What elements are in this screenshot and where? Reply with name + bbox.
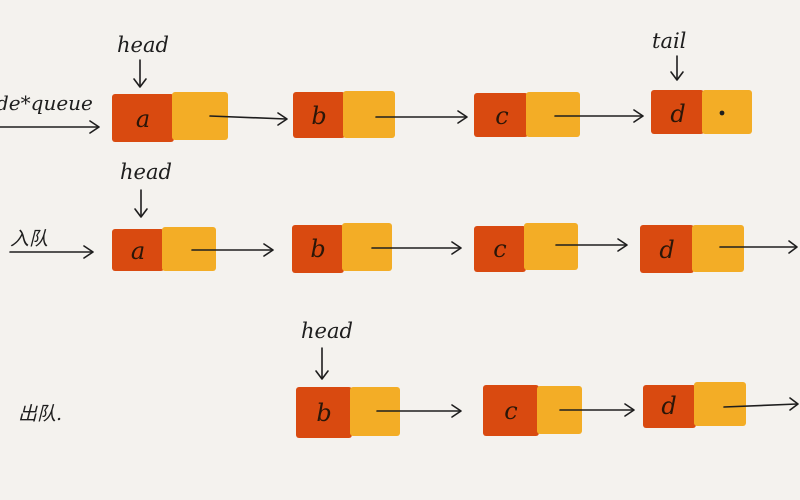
node-value: c bbox=[495, 102, 508, 130]
node-data-cell bbox=[474, 226, 526, 272]
node-b: b bbox=[293, 91, 395, 138]
node-data-cell bbox=[651, 90, 704, 134]
node-d: d bbox=[643, 382, 746, 428]
next-arrow bbox=[375, 110, 468, 124]
node-next-cell bbox=[692, 225, 744, 272]
node-data-cell bbox=[293, 92, 345, 138]
node-next-cell bbox=[342, 223, 392, 271]
node-d: d bbox=[651, 90, 752, 134]
row-enqueue: 入队 a b c bbox=[9, 160, 798, 273]
next-arrow bbox=[191, 243, 274, 257]
incoming-arrow bbox=[9, 245, 94, 259]
node-c: c bbox=[474, 92, 580, 137]
node-data-cell bbox=[292, 225, 344, 273]
head-pointer: head bbox=[301, 319, 353, 380]
row-label-enqueue: 入队 bbox=[10, 228, 48, 250]
node-value: a bbox=[131, 237, 145, 265]
next-arrow bbox=[209, 112, 288, 126]
node-value: c bbox=[493, 235, 506, 263]
node-c: c bbox=[474, 223, 578, 272]
head-pointer: head bbox=[120, 160, 172, 218]
node-data-cell bbox=[640, 225, 694, 273]
node-a: a bbox=[112, 227, 216, 271]
next-arrow bbox=[555, 238, 628, 252]
node-next-cell bbox=[526, 92, 580, 137]
node-data-cell bbox=[483, 385, 539, 436]
trailing-arrow bbox=[723, 397, 799, 411]
node-value: b bbox=[316, 399, 331, 427]
node-next-cell bbox=[172, 92, 228, 140]
row-label-dequeue: 出队. bbox=[18, 403, 62, 425]
node-data-cell bbox=[112, 94, 174, 142]
node-data-cell bbox=[474, 93, 528, 137]
node-value: b bbox=[311, 102, 326, 130]
node-value: b bbox=[310, 235, 325, 263]
pointer-label-head: head bbox=[117, 33, 169, 57]
node-value: c bbox=[504, 397, 517, 425]
node-value: d bbox=[661, 392, 676, 420]
node-b: b bbox=[292, 223, 392, 273]
node-d: d bbox=[640, 225, 744, 273]
node-b: b bbox=[296, 387, 400, 438]
row-dequeue: 出队. b c d bbox=[18, 319, 799, 438]
node-value: a bbox=[136, 105, 150, 133]
node-next-cell bbox=[524, 223, 578, 270]
node-data-cell bbox=[643, 385, 696, 428]
head-pointer: head bbox=[117, 33, 169, 88]
node-next-cell bbox=[702, 90, 752, 134]
node-data-cell bbox=[112, 229, 164, 271]
next-arrow bbox=[376, 404, 462, 418]
incoming-arrow bbox=[0, 120, 100, 134]
pointer-label-tail: tail bbox=[652, 29, 686, 53]
next-arrow bbox=[371, 241, 462, 255]
node-next-cell bbox=[350, 387, 400, 436]
node-a: a bbox=[112, 92, 228, 142]
node-data-cell bbox=[296, 387, 352, 438]
null-dot bbox=[719, 110, 725, 116]
node-value: d bbox=[670, 100, 685, 128]
node-next-cell bbox=[343, 91, 395, 138]
row-label-de-queue: de*queue bbox=[0, 91, 93, 115]
next-arrow bbox=[554, 109, 644, 123]
tail-pointer: tail bbox=[652, 29, 686, 81]
pointer-label-head: head bbox=[120, 160, 172, 184]
next-arrow bbox=[559, 403, 635, 417]
row-de-queue: de*queue a b c bbox=[0, 29, 752, 142]
pointer-label-head: head bbox=[301, 319, 353, 343]
trailing-arrow bbox=[719, 240, 798, 254]
node-value: d bbox=[659, 236, 674, 264]
node-next-cell bbox=[694, 382, 746, 426]
node-next-cell bbox=[162, 227, 216, 271]
